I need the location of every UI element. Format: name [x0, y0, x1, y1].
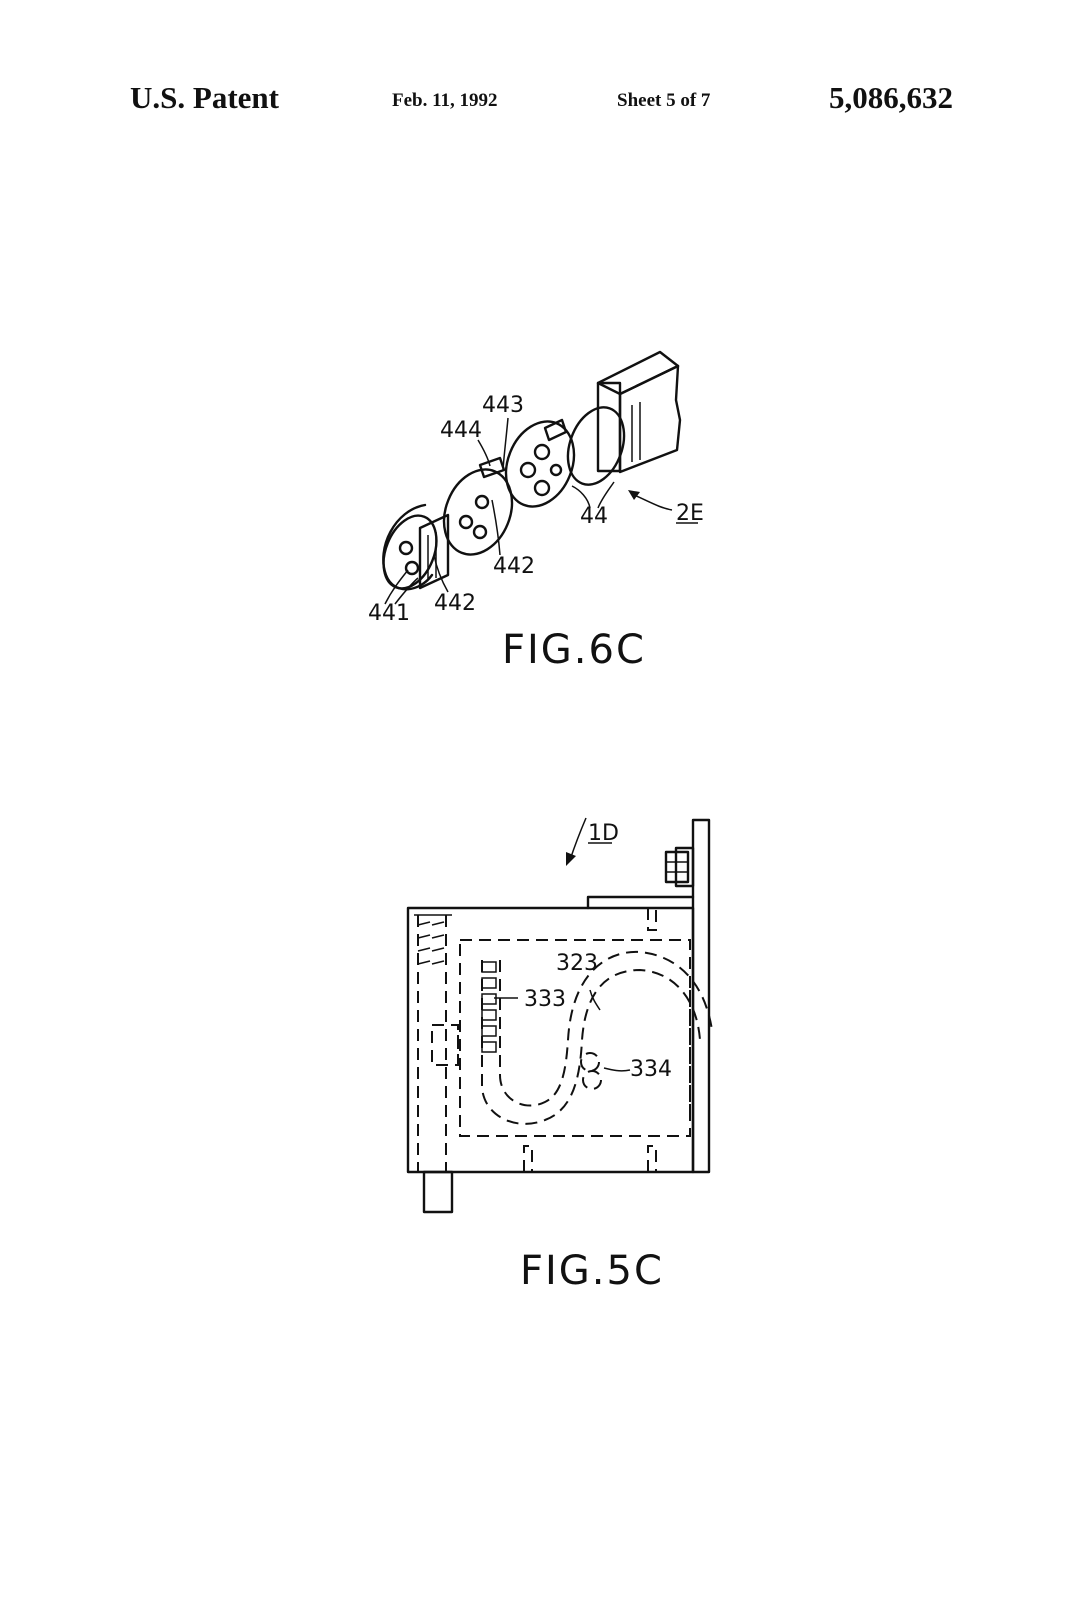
sheet-number: Sheet 5 of 7	[617, 90, 711, 111]
label-2e: 2E	[676, 501, 704, 526]
patent-date: Feb. 11, 1992	[392, 90, 498, 111]
bolt-head	[664, 846, 695, 888]
patent-number: 5,086,632	[829, 80, 953, 115]
label-333: 333	[524, 987, 566, 1012]
figure-6c-caption: FIG.6C	[502, 627, 646, 673]
chain-guide	[481, 950, 713, 1125]
mounting-plate	[691, 818, 711, 1174]
patent-office-label: U.S. Patent	[130, 80, 279, 115]
label-444: 444	[440, 418, 482, 443]
shaft	[422, 1170, 454, 1214]
figure-5c: 1D	[406, 817, 713, 1294]
figure-5c-caption: FIG.5C	[520, 1248, 664, 1294]
label-442-lower: 442	[434, 591, 476, 616]
mounting-block	[596, 350, 682, 474]
left-mechanism	[414, 914, 459, 1172]
figure-6c: 443 444 44 2E 442 441 442 FIG.6C	[368, 350, 704, 673]
label-443: 443	[482, 393, 524, 418]
label-1d: 1D	[588, 821, 619, 846]
fig6c-leaders	[384, 417, 673, 605]
label-441: 441	[368, 601, 410, 626]
housing	[406, 906, 695, 1174]
chain-links	[382, 406, 626, 591]
label-323: 323	[556, 951, 598, 976]
label-44: 44	[580, 504, 608, 529]
label-334: 334	[630, 1057, 672, 1082]
label-442-upper: 442	[493, 554, 535, 579]
